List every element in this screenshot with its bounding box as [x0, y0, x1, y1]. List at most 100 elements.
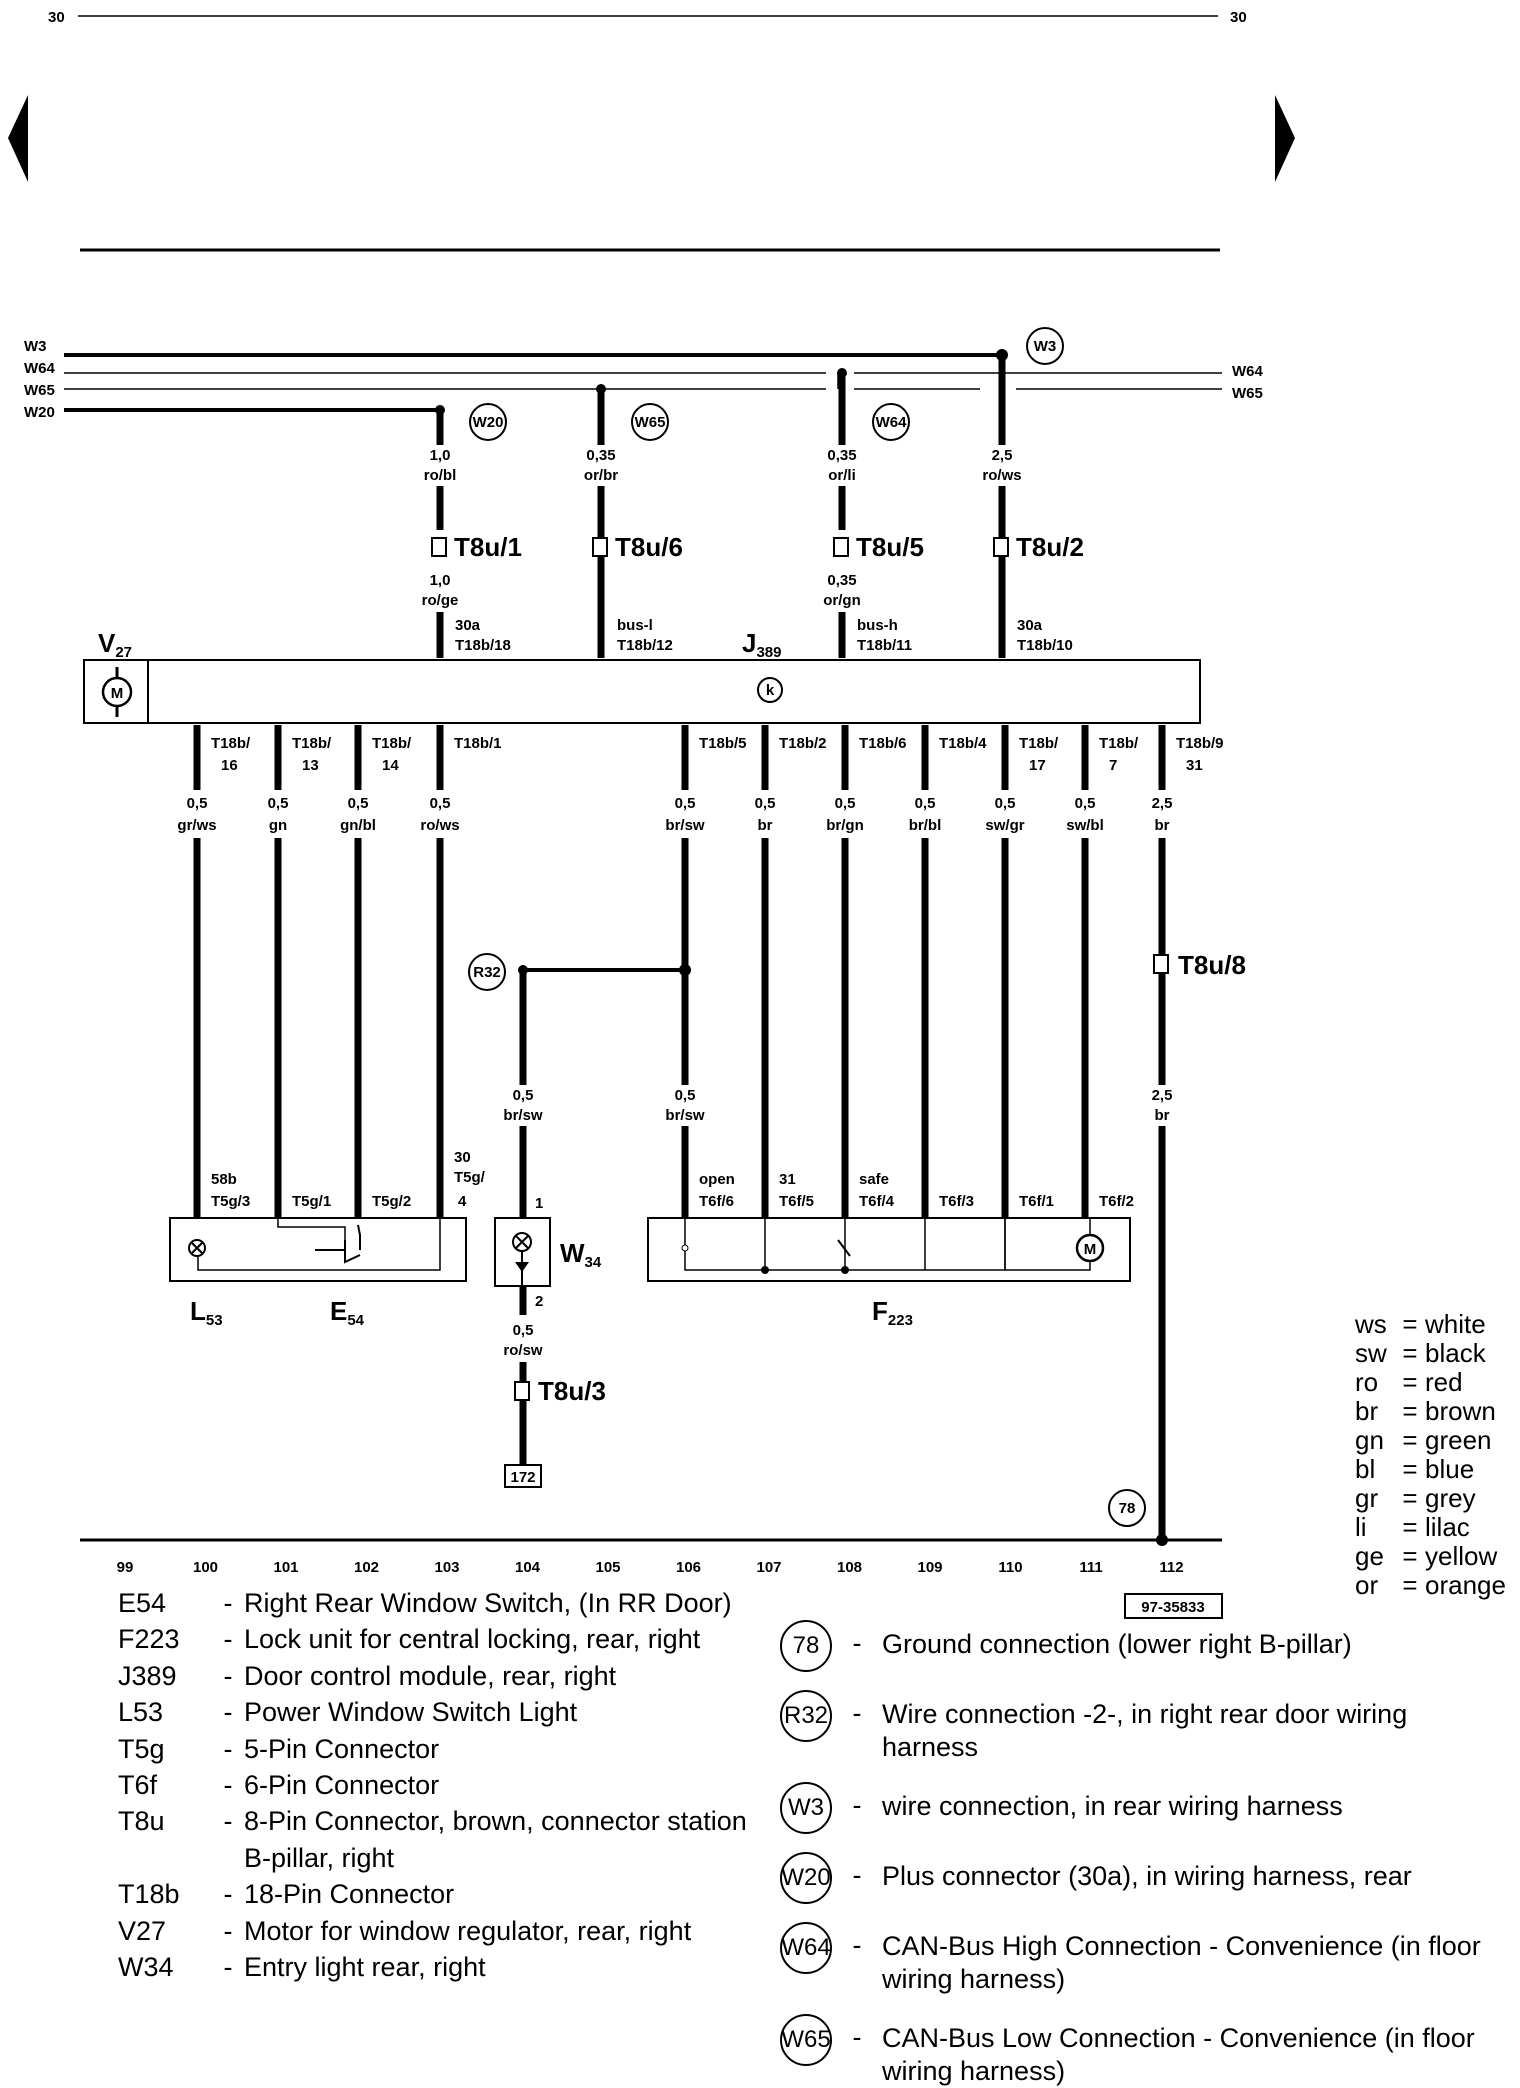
connection-w65 [631, 403, 669, 441]
pin-label: T5g/ [454, 1169, 486, 1186]
color-name: grey [1425, 1483, 1476, 1513]
dash: - [223, 1624, 233, 1655]
next-page-arrow-icon[interactable] [1275, 95, 1295, 182]
color-abbr: gn [1355, 1425, 1384, 1455]
device-legend: E54-Right Rear Window Switch, (In RR Doo… [118, 1585, 758, 1985]
pin-function: safe [859, 1171, 889, 1188]
color-abbr: li [1355, 1512, 1367, 1542]
pin-label: T5g/1 [292, 1193, 331, 1210]
color-abbr: br [1355, 1396, 1379, 1426]
connection-desc: CAN-Bus High Connection - Convenience (i… [882, 1931, 1481, 1994]
lock-unit-f223-box [647, 1217, 1131, 1282]
track-number: 109 [917, 1559, 942, 1576]
pin-label: T6f/4 [859, 1193, 895, 1210]
pin-function: 31 [779, 1171, 796, 1188]
wire-color: br/bl [909, 817, 942, 834]
wire-size: 0,5 [675, 1087, 696, 1104]
color-abbr: ws [1355, 1309, 1387, 1339]
device-desc: 6-Pin Connector [244, 1770, 440, 1801]
connection-desc: Plus connector (30a), in wiring harness,… [882, 1861, 1412, 1891]
device-desc: 5-Pin Connector [244, 1733, 440, 1764]
pin-label: T18b/ [372, 735, 412, 752]
pin-label: T6f/1 [1019, 1193, 1054, 1210]
plug-t8u-6: T8u/6 [615, 532, 683, 562]
pin-label: T18b/9 [1176, 735, 1224, 752]
plug-t8u-8: T8u/8 [1178, 950, 1246, 980]
color-abbr: ro [1355, 1367, 1379, 1397]
dash: - [852, 1790, 862, 1820]
device-legend-row: J389-Door control module, rear, right [118, 1658, 758, 1694]
pin-label: T18b/ [1099, 735, 1139, 752]
color-key-row: or=orange [1355, 1571, 1506, 1600]
dash: - [852, 1860, 862, 1890]
pin-label: T5g/3 [211, 1193, 250, 1210]
pin-label: 16 [221, 757, 238, 774]
track-number: 104 [515, 1559, 541, 1576]
equals-sign: = [1402, 1570, 1418, 1600]
pin-label: 31 [1186, 757, 1203, 774]
device-legend-row: W34-Entry light rear, right [118, 1949, 758, 1985]
equals-sign: = [1402, 1396, 1418, 1426]
connection-symbol: W65 [780, 2014, 832, 2066]
device-desc: 8-Pin Connector, brown, connector statio… [244, 1806, 747, 1873]
wire-color: br/sw [665, 1107, 705, 1124]
color-name: black [1425, 1338, 1486, 1368]
plug-t8u-1: T8u/1 [454, 532, 522, 562]
color-key-row: ws=white [1355, 1310, 1506, 1339]
color-name: red [1425, 1367, 1463, 1397]
track-number: 106 [676, 1559, 701, 1576]
wire-color: gr/ws [177, 817, 216, 834]
connection-symbol: R32 [780, 1690, 832, 1742]
color-name: green [1425, 1425, 1492, 1455]
equals-sign: = [1402, 1425, 1418, 1455]
device-desc: Door control module, rear, right [244, 1660, 617, 1691]
device-code: F223 [118, 1624, 180, 1655]
connection-symbol: W64 [780, 1922, 832, 1974]
device-legend-row: T5g-5-Pin Connector [118, 1731, 758, 1767]
switch-e54-label: E54 [330, 1296, 365, 1329]
color-name: brown [1425, 1396, 1496, 1426]
device-desc: 18-Pin Connector [244, 1879, 455, 1910]
track-number: 105 [595, 1559, 620, 1576]
wire-size: 1,0 [430, 447, 451, 464]
wire-size: 0,5 [915, 795, 936, 812]
device-legend-row: V27-Motor for window regulator, rear, ri… [118, 1913, 758, 1949]
motor-icon [101, 676, 133, 708]
svg-text:T18b/10: T18b/10 [1017, 637, 1073, 654]
equals-sign: = [1402, 1512, 1418, 1542]
dash: - [223, 1952, 233, 1983]
ref-172[interactable] [504, 1464, 542, 1488]
svg-text:0,35: 0,35 [586, 447, 615, 464]
module-j389-label: J389 [742, 628, 782, 661]
track-number: 108 [837, 1559, 862, 1576]
pin-label: T18b/2 [779, 735, 827, 752]
dash: - [852, 1698, 862, 1728]
pin-label: T18b/ [292, 735, 332, 752]
pin-label: T6f/6 [699, 1193, 734, 1210]
lock-unit-f223-label: F223 [872, 1296, 913, 1329]
lock-switch-icon [837, 1239, 851, 1257]
device-code: J389 [118, 1660, 177, 1691]
color-name: orange [1425, 1570, 1506, 1600]
wire-size: 0,5 [187, 795, 208, 812]
wire-color: br/sw [665, 817, 705, 834]
color-key-row: br =brown [1355, 1397, 1506, 1426]
pin-label: T6f/2 [1099, 1193, 1134, 1210]
prev-page-arrow-icon[interactable] [8, 95, 28, 182]
pin-function: open [699, 1171, 735, 1188]
svg-text:ro/ws: ro/ws [982, 467, 1021, 484]
control-unit-icon [757, 677, 783, 703]
device-code: V27 [118, 1915, 167, 1946]
color-name: blue [1425, 1454, 1475, 1484]
device-desc: Motor for window regulator, rear, right [244, 1915, 692, 1946]
wire-color: br/gn [826, 817, 864, 834]
pin-label: T18b/ [1019, 735, 1059, 752]
svg-text:W64: W64 [876, 414, 908, 431]
page-number-left: 30 [48, 9, 65, 26]
svg-text:0,35: 0,35 [827, 572, 856, 589]
svg-text:2: 2 [535, 1293, 543, 1310]
connection-legend-row: R32-Wire connection -2-, in right rear d… [780, 1690, 1500, 1764]
pin-label: T18b/6 [859, 735, 907, 752]
svg-text:30a: 30a [455, 617, 481, 634]
